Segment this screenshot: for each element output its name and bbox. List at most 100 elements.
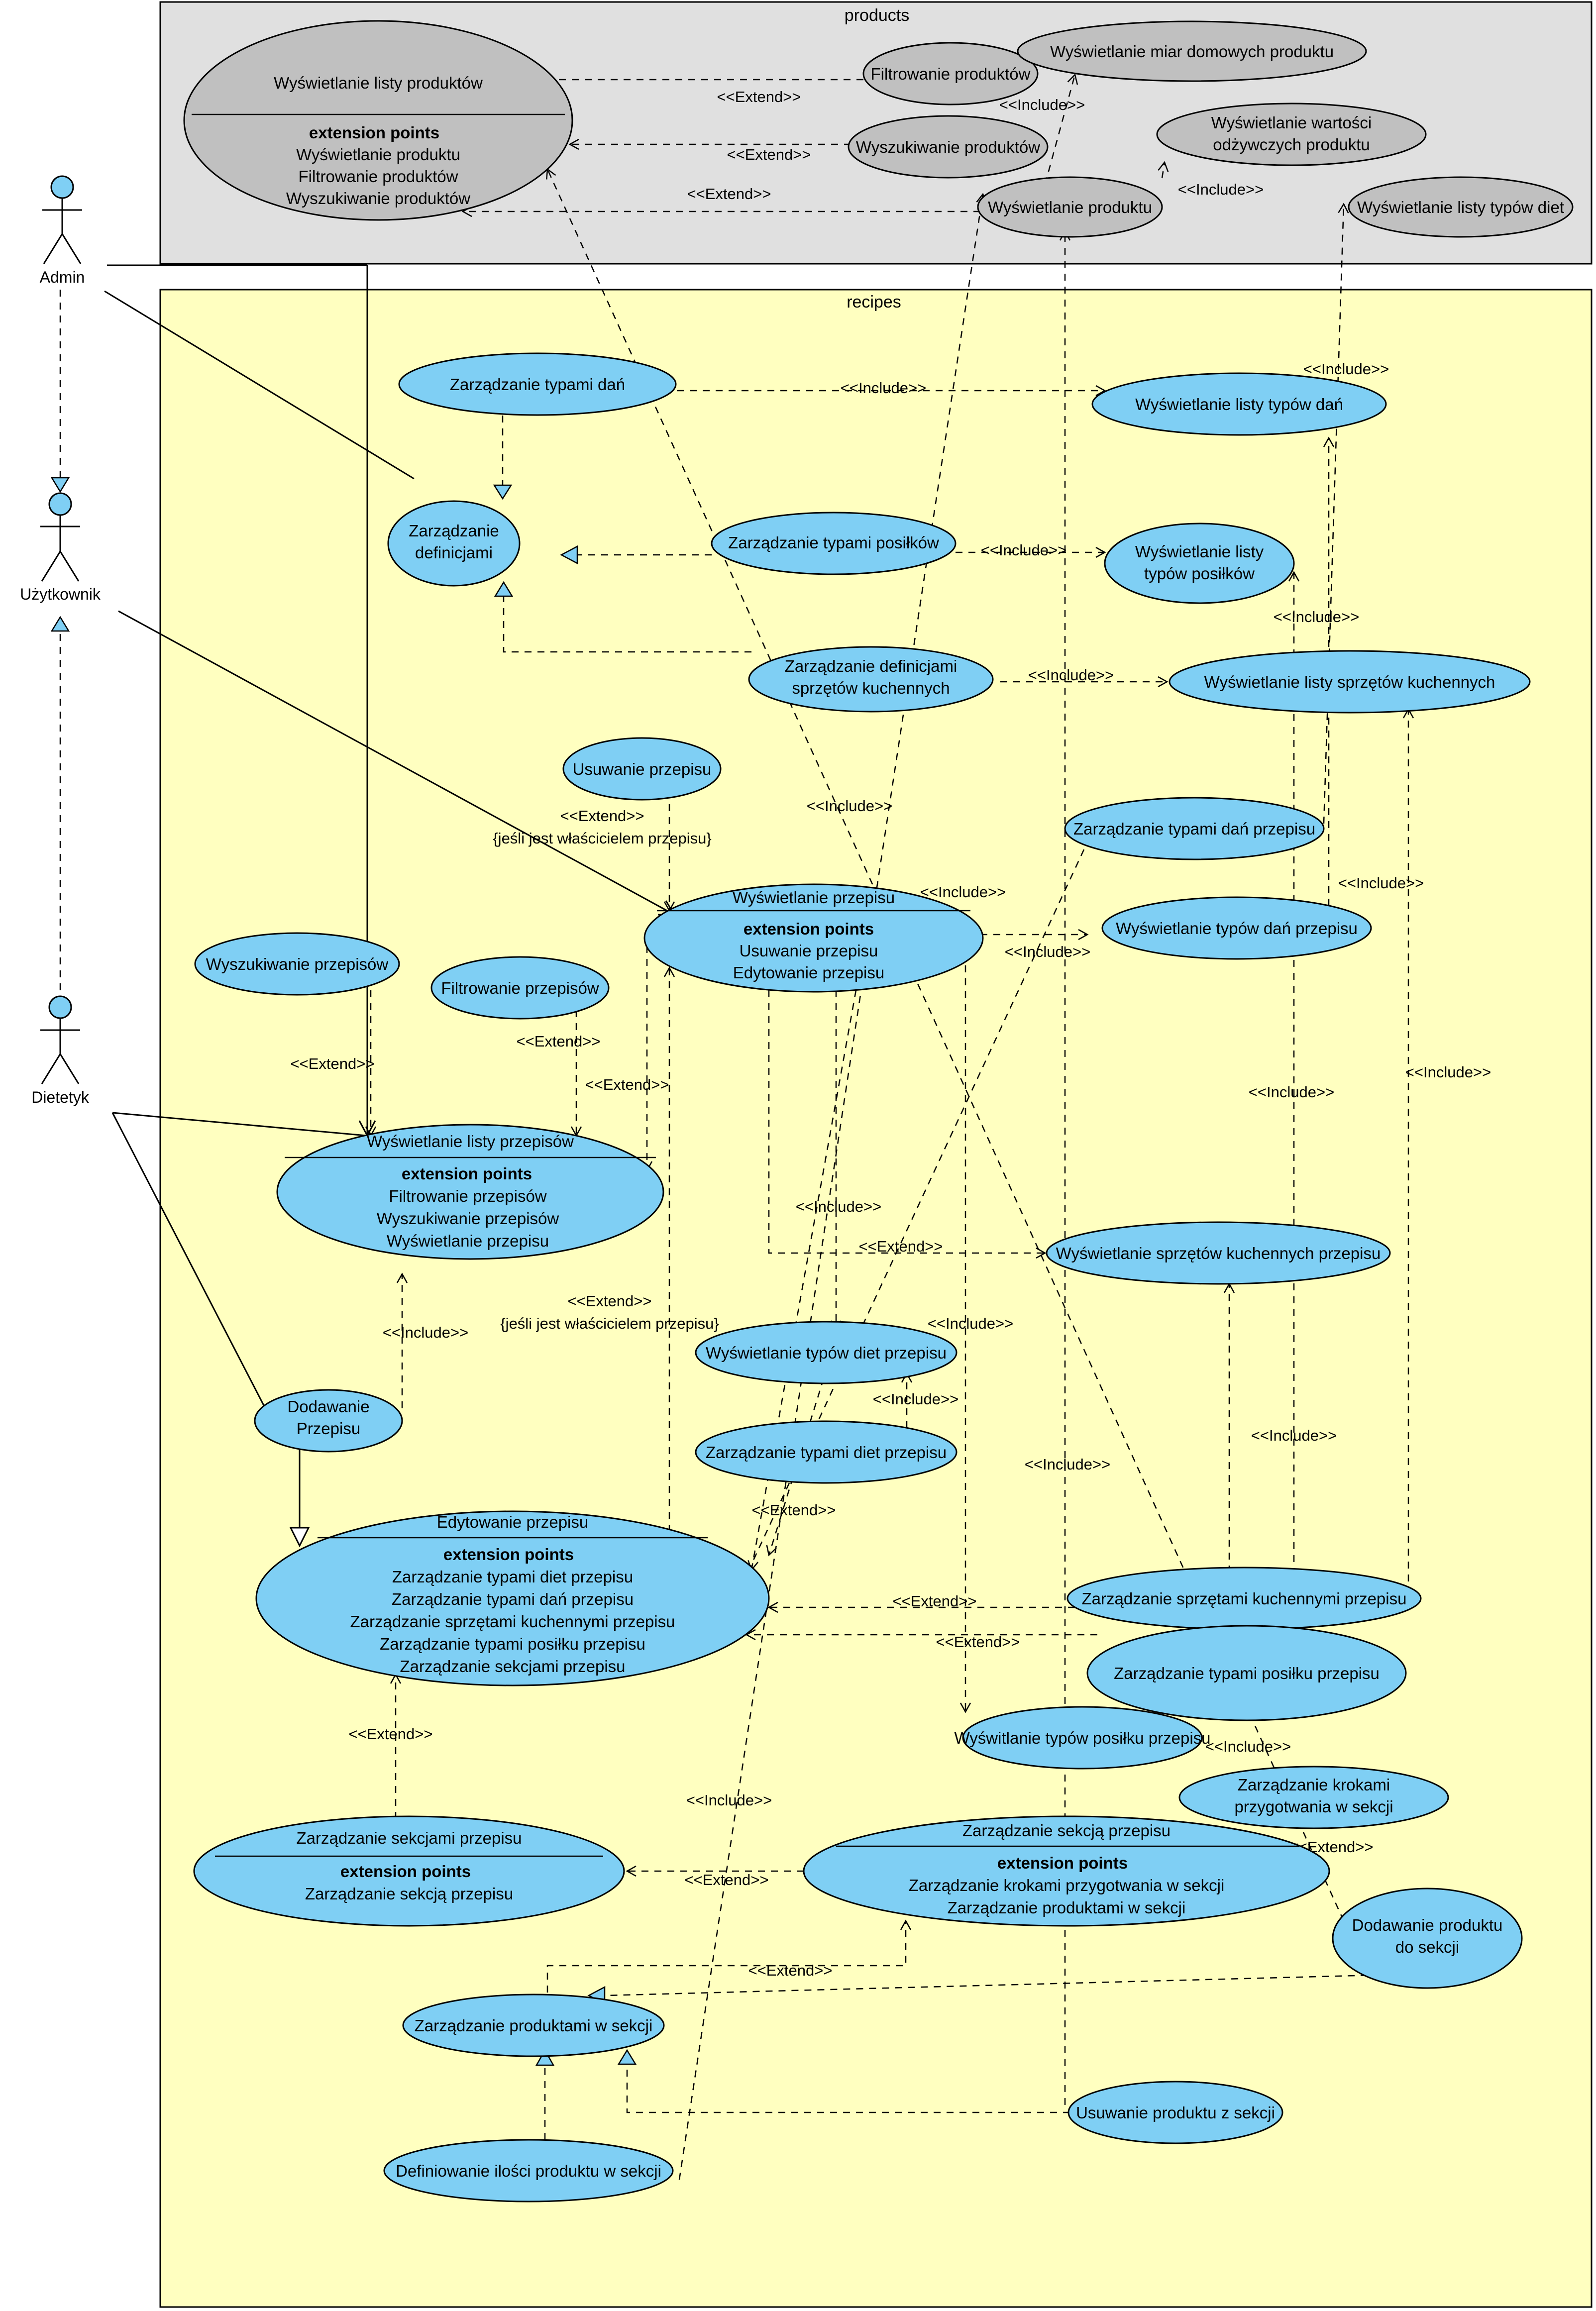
recipes-list-ep-1: Filtrowanie przepisów — [389, 1187, 546, 1205]
dish-types-list-label: Wyświetlanie listy typów dań — [1135, 395, 1343, 414]
use-case-recipe-equipment[interactable]: Wyświetlanie sprzętów kuchennych przepis… — [1046, 1221, 1391, 1285]
label-extend-manage-meal-types: <<Extend>> — [936, 1633, 1020, 1651]
use-case-manage-section-products[interactable]: Zarządzanie produktami w sekcji — [402, 1994, 665, 2057]
label-extend-manage-sections: <<Extend>> — [349, 1725, 433, 1743]
use-case-manage-meal-types[interactable]: Zarządzanie typami posiłków — [711, 512, 957, 575]
use-case-add-recipe[interactable]: Dodawanie Przepisu — [254, 1389, 403, 1453]
manage-recipe-diet-types-label: Zarządzanie typami diet przepisu — [706, 1443, 947, 1462]
recipes-list-ep-3: Wyświetlanie przepisu — [387, 1232, 549, 1250]
label-extend-search-recipes: <<Extend>> — [291, 1055, 375, 1072]
actor-generalization-dietitian-user — [50, 616, 70, 990]
show-recipe-ep-heading: extension points — [744, 920, 874, 938]
label-include-show-product-center: <<Include>> — [807, 797, 892, 815]
use-case-manage-recipe-equipment[interactable]: Zarządzanie sprzętami kuchennymi przepis… — [1066, 1567, 1422, 1630]
edit-recipe-ep-4: Zarządzanie typami posiłku przepisu — [380, 1635, 645, 1653]
define-product-amount-label: Definiowanie ilości produktu w sekcji — [396, 2162, 661, 2180]
use-case-products-list[interactable]: Wyświetlanie listy produktów extension p… — [183, 20, 573, 221]
edit-recipe-ep-2: Zarządzanie typami dań przepisu — [392, 1590, 634, 1608]
use-case-delete-recipe[interactable]: Usuwanie przepisu — [562, 737, 722, 801]
label-extend-show-recipe: <<Extend>> — [585, 1076, 669, 1093]
use-case-show-recipe[interactable]: Wyświetlanie przepisu extension points U… — [643, 883, 984, 993]
label-include-meal-types-lower: <<Include>> — [1205, 1738, 1291, 1755]
label-include-recipe-equipment: <<Include>> — [796, 1198, 881, 1215]
use-case-meal-types-list[interactable]: Wyświetlanie listy typów posiłków — [1104, 523, 1295, 604]
use-case-manage-dish-types[interactable]: Zarządzanie typami dań — [398, 352, 677, 416]
use-case-dish-types-list[interactable]: Wyświetlanie listy typów dań — [1091, 372, 1387, 436]
manage-dish-types-label: Zarządzanie typami dań — [450, 375, 625, 394]
manage-equipment-defs-label-1: Zarządzanie definicjami — [785, 657, 958, 675]
label-include-dish-types-top: <<Include>> — [1303, 360, 1389, 378]
show-recipe-ep-1: Usuwanie przepisu — [740, 942, 878, 960]
use-case-recipes-list[interactable]: Wyświetlanie listy przepisów extension p… — [276, 1124, 664, 1260]
use-case-filter-recipes[interactable]: Filtrowanie przepisów — [430, 956, 610, 1020]
use-case-remove-product-from-section[interactable]: Usuwanie produktu z sekcji — [1067, 2081, 1283, 2144]
edit-recipe-ep-5: Zarządzanie sekcjami przepisu — [400, 1657, 625, 1676]
label-include-recipe-dish-types: <<Include>> — [1338, 874, 1424, 892]
label-extend-manage-section: <<Extend>> — [685, 1871, 769, 1889]
recipes-list-ep-2: Wyszukiwanie przepisów — [377, 1209, 559, 1228]
meal-types-list-label-1: Wyświetlanie listy — [1135, 542, 1264, 561]
manage-recipe-meal-types-label: Zarządzanie typami posiłku przepisu — [1114, 1664, 1380, 1682]
use-case-add-product-to-section[interactable]: Dodawanie produktu do sekcji — [1332, 1888, 1523, 1989]
use-case-recipe-diet-types[interactable]: Wyświetlanie typów diet przepisu — [695, 1321, 958, 1384]
use-case-manage-recipe-diet-types[interactable]: Zarządzanie typami diet przepisu — [695, 1420, 958, 1484]
label-include-show-product-lower: <<Include>> — [1025, 1456, 1110, 1473]
label-extend-manage-equipment: <<Extend>> — [893, 1592, 977, 1610]
products-list-ep-heading: extension points — [309, 123, 439, 142]
manage-meal-types-label: Zarządzanie typami posiłków — [728, 533, 939, 552]
label-include-products-list: <<Include>> — [686, 1791, 772, 1809]
actor-dietitian[interactable]: Dietetyk — [31, 995, 90, 1106]
use-case-filter-products[interactable]: Filtrowanie produktów — [862, 42, 1039, 105]
use-case-search-recipes[interactable]: Wyszukiwanie przepisów — [194, 932, 400, 996]
use-case-search-products[interactable]: Wyszukiwanie produktów — [848, 115, 1049, 179]
label-include-equipment-list: <<Include>> — [1274, 608, 1359, 626]
use-case-recipe-meal-types[interactable]: Wyświtlanie typów posiłku przepisu — [954, 1706, 1211, 1770]
use-case-nutrition[interactable]: Wyświetlanie wartości odżywczych produkt… — [1156, 103, 1427, 166]
actor-admin-name: Admin — [40, 268, 85, 286]
label-extend-manage-diet: <<Extend>> — [752, 1501, 836, 1519]
actor-user[interactable]: Użytkownik — [20, 492, 101, 603]
recipe-meal-types-label: Wyświtlanie typów posiłku przepisu — [954, 1729, 1210, 1747]
manage-recipe-dish-types-label: Zarządzanie typami dań przepisu — [1073, 820, 1315, 838]
show-recipe-ep-2: Edytowanie przepisu — [733, 963, 885, 982]
actor-user-name: Użytkownik — [20, 585, 101, 603]
package-products-title: products — [845, 6, 909, 25]
label-extend-search-products: <<Extend>> — [727, 146, 811, 163]
use-case-recipe-dish-types[interactable]: Wyświetlanie typów dań przepisu — [1101, 896, 1372, 960]
filter-recipes-label: Filtrowanie przepisów — [441, 979, 599, 997]
use-case-manage-sections[interactable]: Zarządzanie sekcjami przepisu extension … — [193, 1815, 625, 1927]
use-case-manage-section[interactable]: Zarządzanie sekcją przepisu extension po… — [803, 1815, 1330, 1927]
label-include-dish-types: <<Include>> — [841, 379, 926, 397]
edit-recipe-title: Edytowanie przepisu — [437, 1513, 589, 1531]
package-recipes-title: recipes — [847, 293, 901, 312]
search-recipes-label: Wyszukiwanie przepisów — [206, 955, 389, 973]
label-include-meal-types-right: <<Include>> — [1249, 1083, 1334, 1101]
label-extend-edit-recipe: <<Extend>> — [568, 1292, 652, 1310]
equipment-list-label: Wyświetlanie listy sprzętów kuchennych — [1204, 673, 1495, 691]
use-case-diet-types-list[interactable]: Wyświetlanie listy typów diet — [1348, 176, 1574, 238]
use-case-equipment-list[interactable]: Wyświetlanie listy sprzętów kuchennych — [1169, 650, 1531, 714]
use-case-manage-equipment-defs[interactable]: Zarządzanie definicjami sprzętów kuchenn… — [748, 646, 994, 713]
use-case-home-measures[interactable]: Wyświetlanie miar domowych produktu — [1017, 20, 1367, 82]
label-include-show-recipe-1: <<Include>> — [920, 883, 1006, 901]
products-list-ep-1: Wyświetlanie produktu — [296, 145, 460, 164]
use-case-edit-recipe[interactable]: Edytowanie przepisu extension points Zar… — [255, 1510, 770, 1686]
use-case-show-product[interactable]: Wyświetlanie produktu — [977, 176, 1163, 238]
use-case-manage-recipe-dish-types[interactable]: Zarządzanie typami dań przepisu — [1064, 797, 1325, 860]
actor-admin[interactable]: Admin — [40, 175, 85, 286]
manage-sections-ep-heading: extension points — [340, 1862, 471, 1881]
use-case-manage-definitions[interactable]: Zarządzanie definicjami — [387, 500, 521, 587]
label-owner-condition-2: {jeśli jest właścicielem przepisu} — [500, 1315, 719, 1332]
use-case-manage-steps[interactable]: Zarządzanie krokami przygotwania w sekcj… — [1178, 1766, 1449, 1829]
use-case-define-product-amount[interactable]: Definiowanie ilości produktu w sekcji — [383, 2139, 674, 2203]
label-include-show-recipe-2: <<Include>> — [1005, 943, 1090, 960]
actor-dietitian-name: Dietetyk — [31, 1088, 90, 1106]
label-extend-recipe-equipment: <<Extend>> — [859, 1238, 943, 1255]
package-recipes: recipes — [159, 289, 1593, 2308]
label-include-meal-types: <<Include>> — [981, 541, 1066, 559]
use-case-manage-recipe-meal-types[interactable]: Zarządzanie typami posiłku przepisu — [1086, 1625, 1407, 1721]
manage-section-products-label: Zarządzanie produktami w sekcji — [415, 2016, 653, 2035]
diet-types-list-label: Wyświetlanie listy typów diet — [1357, 198, 1564, 216]
products-list-ep-3: Wyszukiwanie produktów — [286, 189, 470, 208]
